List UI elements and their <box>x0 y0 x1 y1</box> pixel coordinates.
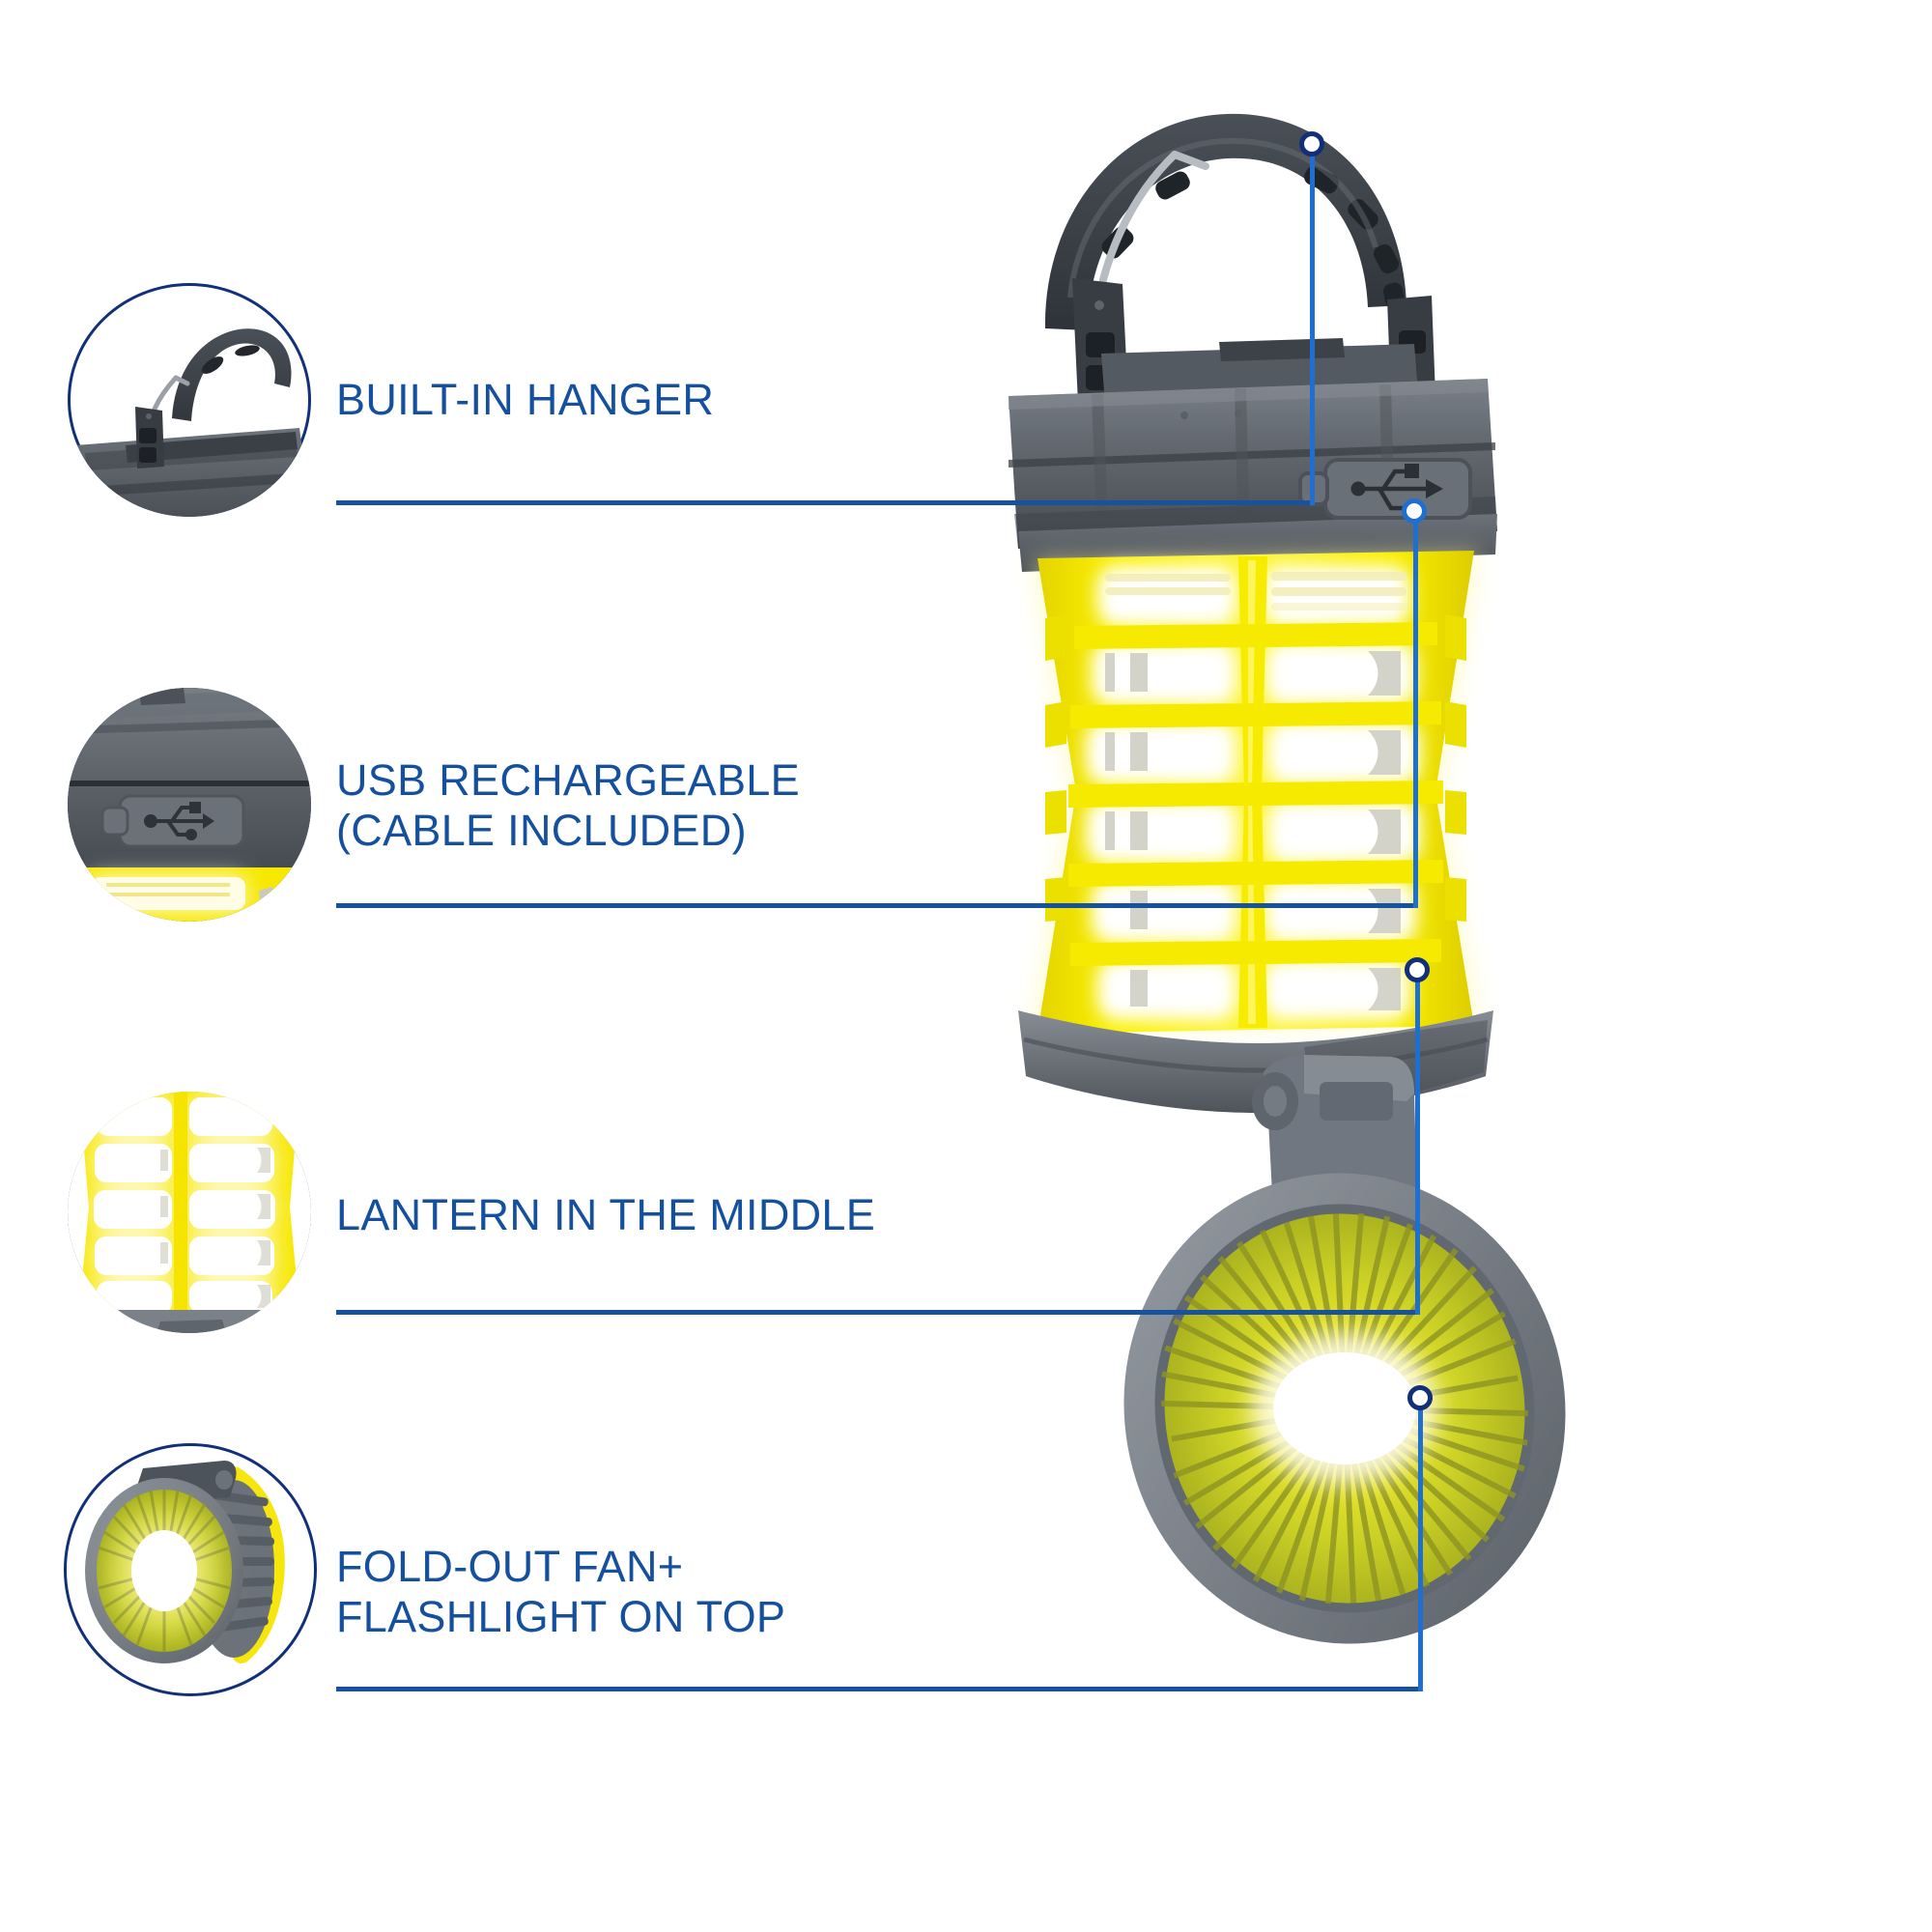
lantern-light-cells-left <box>1086 566 1236 1020</box>
lantern-icon <box>68 1092 311 1333</box>
fold-out-fan <box>1123 1055 1566 1644</box>
leader-line-built-in-hanger-vertical <box>1310 145 1315 505</box>
thumbnail-art <box>68 283 311 517</box>
usb-port-thumbnail <box>68 688 311 922</box>
marker-usb-port <box>1402 498 1427 524</box>
hanger-handle-thumbnail <box>68 283 311 517</box>
product-illustration <box>1009 113 1566 1644</box>
lantern-cage <box>1034 551 1478 1034</box>
usb-port-icon <box>68 688 311 922</box>
leader-line-lantern-horizontal <box>336 1310 1420 1315</box>
leader-line-fan-vertical <box>1418 1399 1423 1691</box>
lantern-internal-reflectors <box>1105 651 1401 1010</box>
fan-head <box>1123 1173 1566 1644</box>
marker-fan-led <box>1407 1385 1433 1410</box>
leader-line-lantern-vertical <box>1415 971 1420 1315</box>
marker-handle-top <box>1299 131 1324 156</box>
leader-line-usb-vertical <box>1413 512 1418 908</box>
thumbnail-art <box>68 688 311 922</box>
feature-label-fold-out-fan-flashlight: FOLD-OUT FAN+ FLASHLIGHT ON TOP <box>336 1542 786 1642</box>
feature-label-lantern-in-the-middle: LANTERN IN THE MIDDLE <box>336 1190 876 1239</box>
feature-label-built-in-hanger: BUILT-IN HANGER <box>336 375 715 424</box>
fan-flashlight-thumbnail <box>64 1443 317 1696</box>
leader-line-usb-horizontal <box>336 903 1418 908</box>
feature-label-usb-rechargeable: USB RECHARGEABLE (CABLE INCLUDED) <box>336 755 800 856</box>
thumbnail-art <box>68 1092 311 1333</box>
usb-icon <box>1350 464 1443 515</box>
leader-line-built-in-hanger-horizontal <box>336 500 1314 505</box>
product-image-camping-lantern <box>985 77 1662 1835</box>
usb-port-cover <box>1298 458 1472 520</box>
leader-line-fan-horizontal <box>336 1687 1422 1691</box>
fan-icon <box>85 1461 285 1663</box>
thumbnail-art <box>64 1443 317 1696</box>
fan-led-flashlight <box>1273 1352 1416 1464</box>
marker-lantern-cage <box>1405 957 1430 982</box>
hanger-icon <box>68 328 311 517</box>
lantern-cage-thumbnail <box>68 1092 311 1333</box>
